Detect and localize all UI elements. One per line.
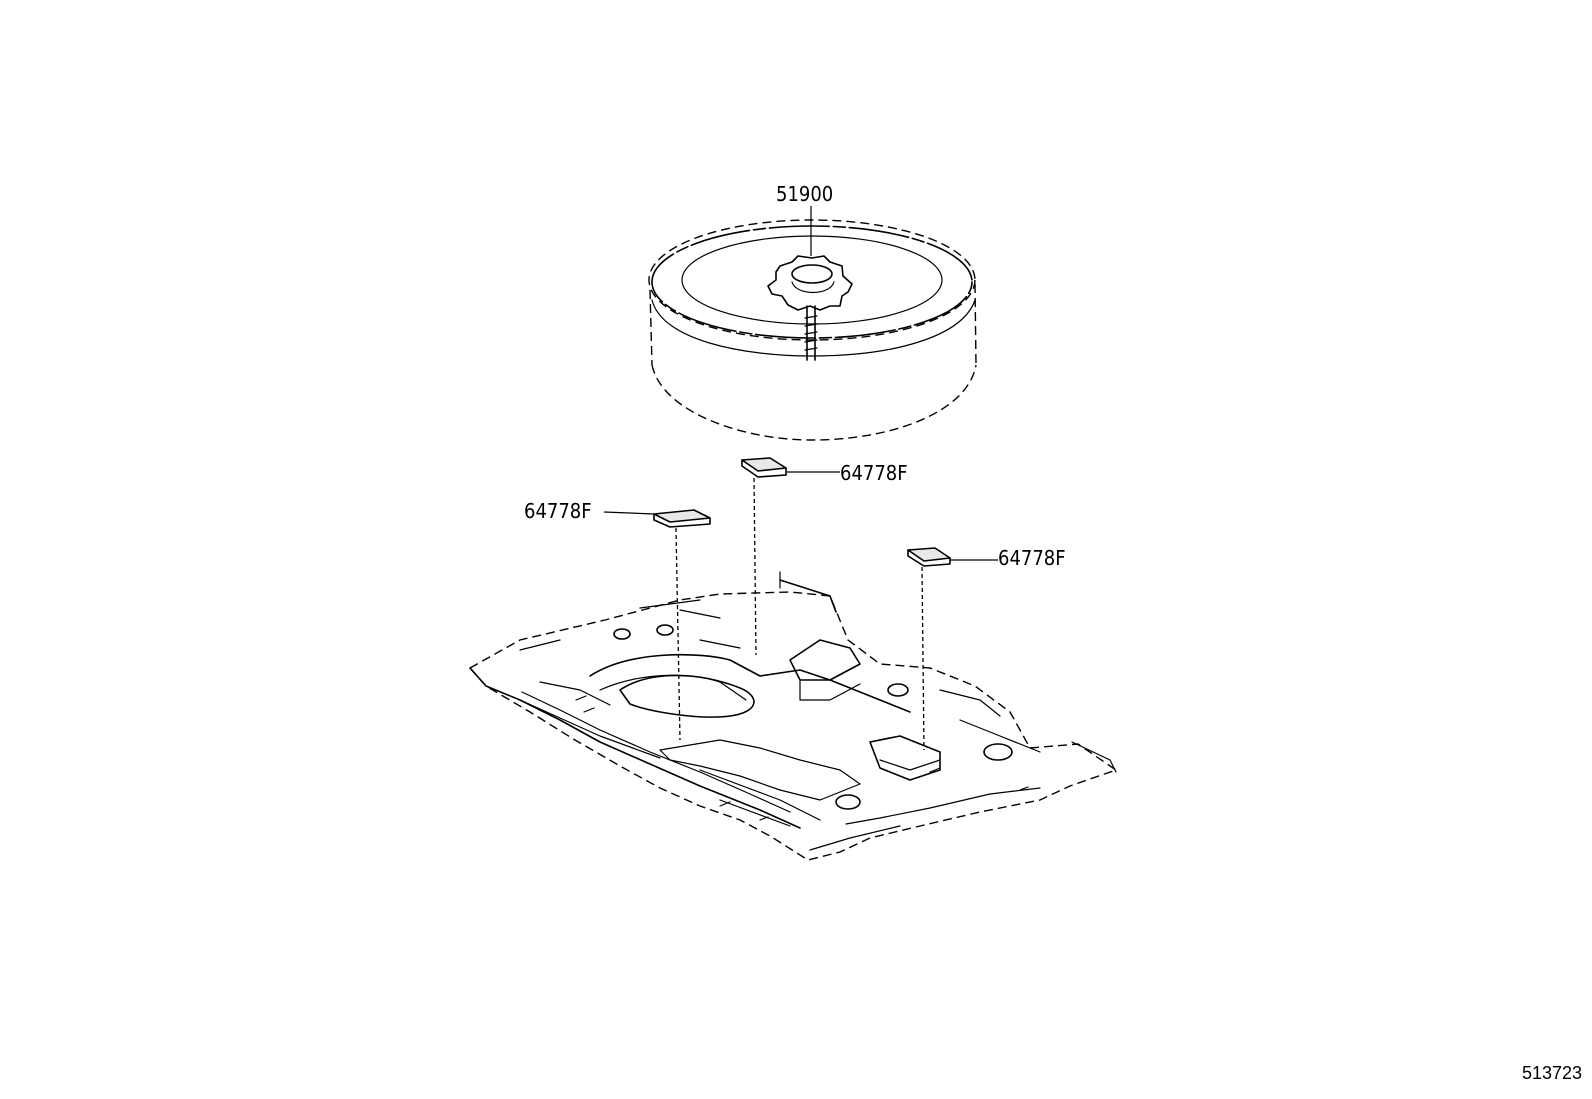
pad-left[interactable] bbox=[603, 509, 711, 741]
tire-clamp-knob bbox=[767, 206, 853, 361]
callout-pad-right: 64778F bbox=[998, 546, 1066, 570]
callout-pad-left: 64778F bbox=[524, 499, 592, 523]
pad-center[interactable] bbox=[741, 457, 840, 656]
floor-pan bbox=[468, 571, 1118, 861]
callout-pad-center: 64778F bbox=[840, 461, 908, 485]
illustration-number: 513723 bbox=[1522, 1063, 1582, 1083]
spare-tire[interactable] bbox=[648, 219, 977, 441]
pad-right[interactable] bbox=[907, 547, 998, 751]
callout-spare-tire: 51900 bbox=[776, 182, 833, 206]
